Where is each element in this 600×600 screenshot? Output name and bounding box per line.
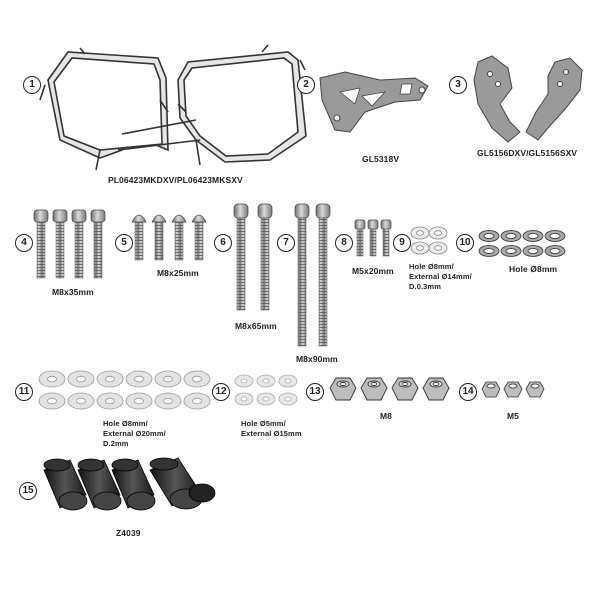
part-number-15: 15 bbox=[19, 482, 37, 500]
part-number-6: 6 bbox=[214, 234, 232, 252]
screws-m8x25 bbox=[131, 214, 207, 261]
part-label-12: Hole Ø5mm/ External Ø15mm bbox=[241, 419, 302, 438]
screws-m5x20 bbox=[354, 219, 392, 257]
bracket-gl5318v bbox=[319, 71, 429, 133]
lock-washers bbox=[478, 230, 566, 257]
plates-gl5156 bbox=[473, 55, 583, 143]
part-label-9: Hole Ø8mm/ External Ø14mm/ D.0.3mm bbox=[409, 262, 472, 291]
nuts-m5 bbox=[481, 381, 545, 398]
part-number-8: 8 bbox=[335, 234, 353, 252]
side-frame-pair bbox=[39, 44, 307, 171]
part-label-8: M5x20mm bbox=[352, 266, 394, 276]
nuts-m8 bbox=[329, 377, 450, 401]
screws-m8x90 bbox=[294, 203, 331, 347]
part-number-5: 5 bbox=[115, 234, 133, 252]
part-label-11: Hole Ø8mm/ External Ø20mm/ D.2mm bbox=[103, 419, 166, 448]
washers-small bbox=[234, 374, 298, 406]
part-label-7: M8x90mm bbox=[296, 354, 338, 364]
part-number-2: 2 bbox=[297, 76, 315, 94]
part-label-3: GL5156DXV/GL5156SXV bbox=[477, 148, 578, 158]
washers-thin bbox=[410, 226, 448, 255]
part-label-5: M8x25mm bbox=[157, 268, 199, 278]
part-label-14: M5 bbox=[507, 411, 520, 421]
part-label-6: M8x65mm bbox=[235, 321, 277, 331]
screws-m8x35 bbox=[33, 209, 106, 279]
part-label-2: GL5318V bbox=[362, 154, 400, 164]
end-caps-z4039 bbox=[43, 457, 216, 511]
part-number-9: 9 bbox=[393, 234, 411, 252]
part-number-1: 1 bbox=[23, 76, 41, 94]
screws-m8x65 bbox=[233, 203, 273, 311]
part-label-15: Z4039 bbox=[116, 528, 141, 538]
part-number-11: 11 bbox=[15, 383, 33, 401]
part-number-14: 14 bbox=[459, 383, 477, 401]
part-label-1: PL06423MKDXV/PL06423MKSXV bbox=[108, 175, 243, 185]
part-number-13: 13 bbox=[306, 383, 324, 401]
part-number-7: 7 bbox=[277, 234, 295, 252]
part-number-3: 3 bbox=[449, 76, 467, 94]
washers-large bbox=[38, 370, 211, 410]
part-label-4: M8x35mm bbox=[52, 287, 94, 297]
part-label-13: M8 bbox=[380, 411, 393, 421]
part-number-10: 10 bbox=[456, 234, 474, 252]
part-number-12: 12 bbox=[212, 383, 230, 401]
part-label-10: Hole Ø8mm bbox=[509, 264, 558, 274]
part-number-4: 4 bbox=[15, 234, 33, 252]
